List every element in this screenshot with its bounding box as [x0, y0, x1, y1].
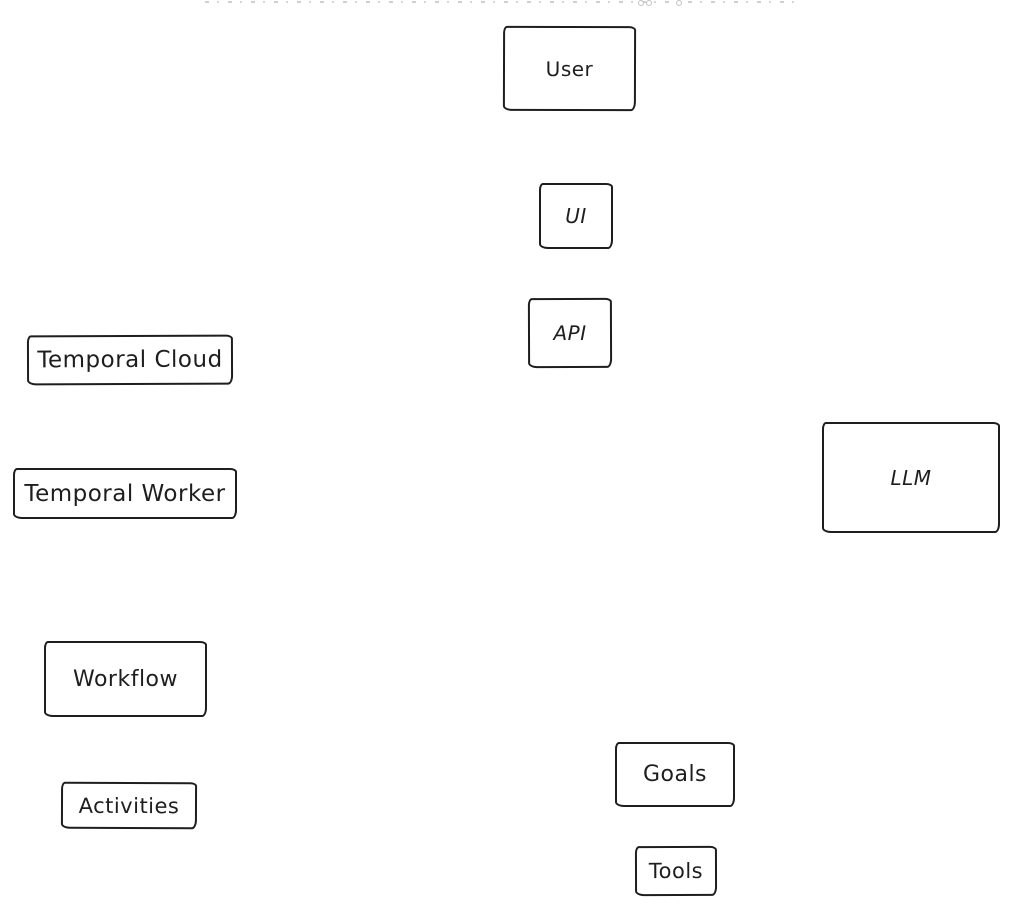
node-llm: LLM — [822, 422, 1000, 533]
node-llm-label: LLM — [890, 465, 932, 490]
node-goals: Goals — [615, 742, 735, 807]
node-ui-label: UI — [565, 204, 587, 228]
clipped-letter-loop — [638, 0, 644, 6]
clipped-letter-loop — [646, 0, 652, 6]
node-api: API — [527, 297, 613, 369]
node-api-label: API — [553, 320, 587, 346]
node-temporal-worker-label: Temporal Worker — [24, 480, 226, 507]
node-user-label: User — [545, 56, 594, 81]
node-tools-label: Tools — [648, 858, 704, 884]
clipped-letter-loop — [676, 0, 682, 6]
clipped-text-marks — [205, 1, 797, 3]
node-goals-label: Goals — [642, 762, 708, 787]
node-activities-label: Activities — [78, 793, 180, 818]
node-temporal-cloud-label: Temporal Cloud — [37, 346, 223, 374]
node-workflow-label: Workflow — [72, 666, 179, 692]
node-activities: Activities — [60, 781, 198, 830]
node-temporal-cloud: Temporal Cloud — [26, 334, 234, 386]
node-user: User — [502, 25, 637, 112]
node-workflow: Workflow — [44, 641, 207, 717]
clipped-text-fragment — [205, 0, 797, 6]
node-temporal-worker: Temporal Worker — [13, 468, 237, 519]
node-tools: Tools — [634, 845, 718, 897]
node-ui: UI — [539, 183, 613, 249]
